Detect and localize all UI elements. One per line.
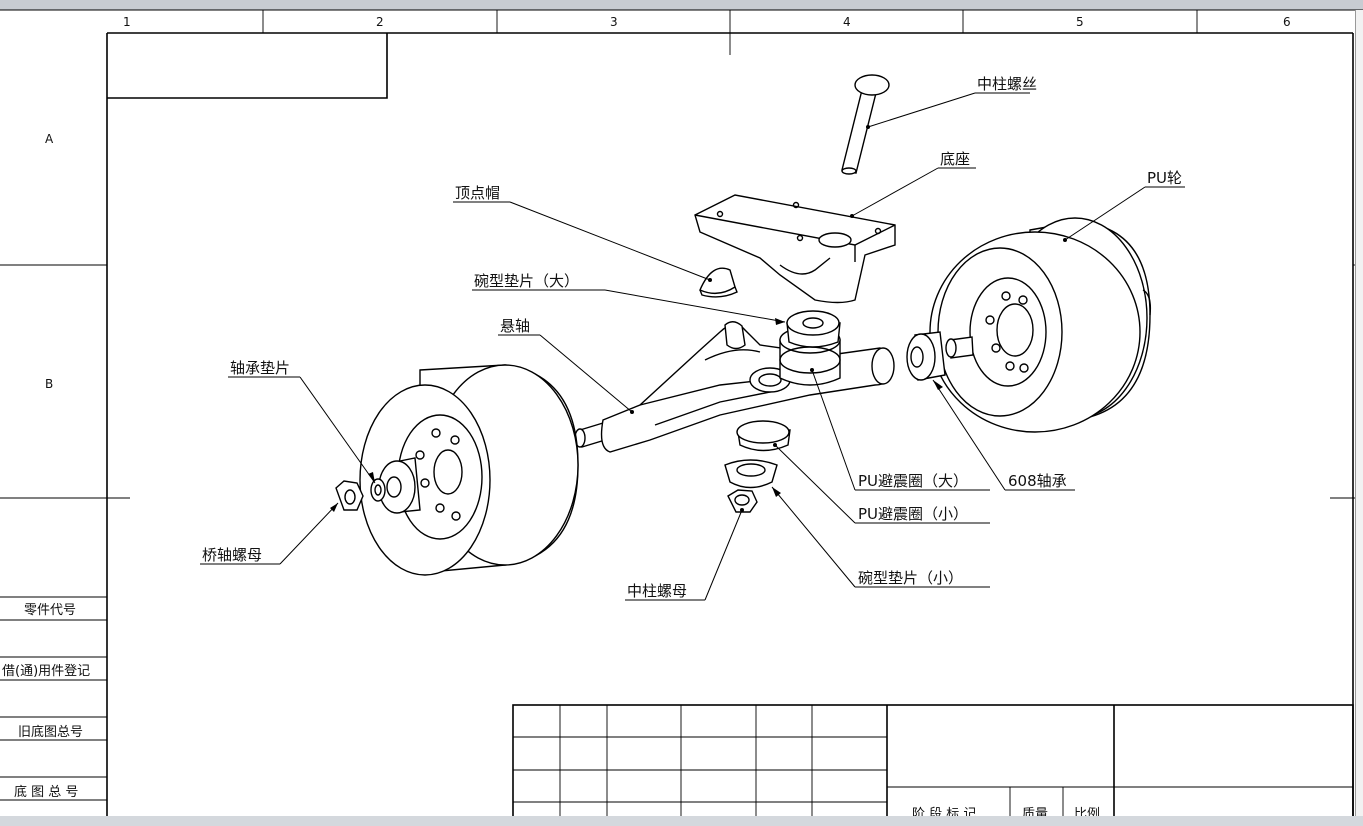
sheet-frame xyxy=(0,9,1363,816)
label-bushing-small: PU避震圈（小） xyxy=(858,505,968,523)
side-table: 零件代号 借(通)用件登记 旧底图总号 底 图 总 号 xyxy=(0,596,107,801)
right-wheel xyxy=(929,217,1152,433)
label-axle-washer: 轴承垫片 xyxy=(230,359,290,377)
leader-bearing-608: 608轴承 xyxy=(932,379,1075,491)
zone-col-5: 5 xyxy=(1076,15,1084,29)
bearing-608-left xyxy=(378,457,421,514)
cup-washer-large xyxy=(786,310,841,348)
zone-row-b: B xyxy=(45,377,53,391)
leader-pu-wheel: PU轮 xyxy=(1063,169,1185,242)
viewport-right-edge xyxy=(1355,10,1363,816)
title-block: 阶 段 标 记 质量 比例 xyxy=(512,704,1354,822)
label-pivot-cup: 顶点帽 xyxy=(455,184,500,202)
zone-col-4: 4 xyxy=(843,15,851,29)
leader-hanger: 悬轴 xyxy=(498,317,634,414)
leader-baseplate: 底座 xyxy=(850,150,976,218)
label-kingpin-bolt: 中柱螺丝 xyxy=(977,75,1037,93)
label-axle-nut: 桥轴螺母 xyxy=(202,546,262,564)
label-kingpin-nut: 中柱螺母 xyxy=(627,582,687,600)
axle-washer xyxy=(370,478,386,502)
window-top-bar xyxy=(0,0,1363,10)
label-pu-wheel: PU轮 xyxy=(1147,169,1182,187)
leader-axle-washer: 轴承垫片 xyxy=(228,359,376,484)
label-bearing-608: 608轴承 xyxy=(1008,472,1067,490)
window-bottom-bar xyxy=(0,816,1363,826)
label-hanger: 悬轴 xyxy=(500,317,530,335)
zone-labels: 1 2 3 4 5 6 A B xyxy=(45,15,1291,391)
leader-cup-washer-small: 碗型垫片（小） xyxy=(771,486,990,588)
bearing-608-right xyxy=(906,331,974,381)
baseplate xyxy=(694,194,896,304)
leader-cup-washer-large: 碗型垫片（大） xyxy=(472,272,786,325)
leader-kingpin-bolt: 中柱螺丝 xyxy=(866,75,1037,129)
side-borrowed-register: 借(通)用件登记 xyxy=(2,664,90,679)
label-cup-washer-large: 碗型垫片（大） xyxy=(474,272,579,290)
leader-kingpin-nut: 中柱螺母 xyxy=(625,508,744,601)
cup-washer-small xyxy=(724,459,778,489)
axle-nut xyxy=(335,480,364,511)
bushing-small xyxy=(736,420,791,452)
kingpin-bolt xyxy=(841,74,890,175)
label-baseplate: 底座 xyxy=(940,150,970,168)
assembly-drawing: 中柱螺丝 底座 顶点帽 PU轮 碗型垫片（大） xyxy=(200,74,1185,601)
leader-pivot-cup: 顶点帽 xyxy=(453,184,712,282)
zone-col-1: 1 xyxy=(123,15,131,29)
label-bushing-large: PU避震圈（大） xyxy=(858,472,968,490)
kingpin-nut xyxy=(727,489,758,513)
zone-col-6: 6 xyxy=(1283,15,1291,29)
zone-col-2: 2 xyxy=(376,15,384,29)
zone-row-a: A xyxy=(45,132,54,146)
pivot-cup xyxy=(699,267,738,298)
zone-col-3: 3 xyxy=(610,15,618,29)
side-base-no: 底 图 总 号 xyxy=(14,784,78,800)
leader-bushing-small: PU避震圈（小） xyxy=(773,443,990,524)
side-part-code: 零件代号 xyxy=(24,603,76,618)
hanger xyxy=(574,321,895,453)
label-cup-washer-small: 碗型垫片（小） xyxy=(858,569,963,587)
side-old-base-no: 旧底图总号 xyxy=(18,724,83,740)
left-wheel xyxy=(359,364,579,576)
leader-axle-nut: 桥轴螺母 xyxy=(200,502,339,565)
leader-bushing-large: PU避震圈（大） xyxy=(810,368,990,491)
